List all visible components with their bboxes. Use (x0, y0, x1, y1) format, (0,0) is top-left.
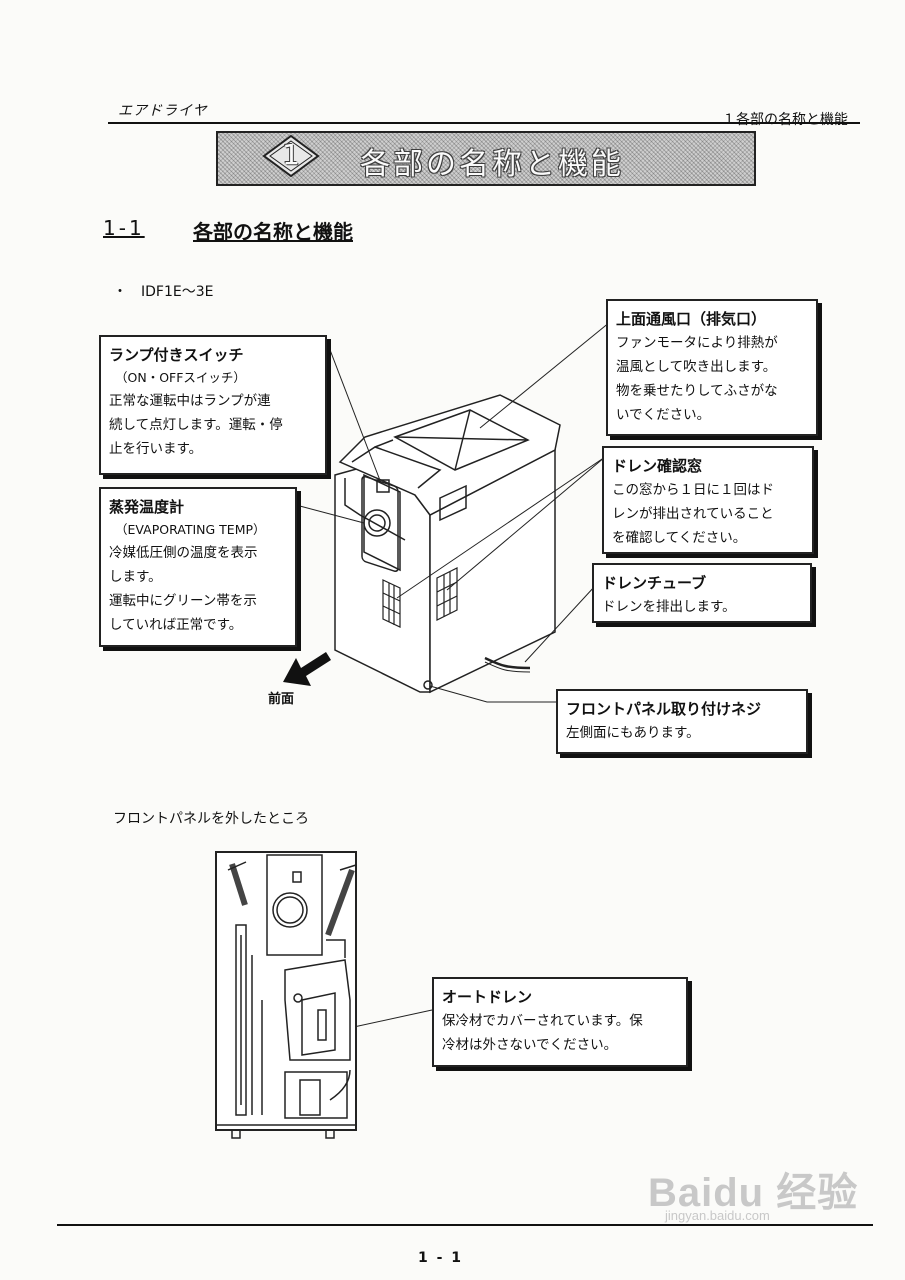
callout-subtitle: （ON・OFFスイッチ） (115, 370, 246, 385)
callout-line: この窓から１日に１回はド (612, 482, 774, 498)
header-doc-title: エアドライヤ (118, 103, 208, 119)
callout-top-vent: 上面通風口（排気口） ファンモータにより排熱が 温風として吹き出します。 物を乗… (606, 299, 818, 436)
callout-title: ドレンチューブ (602, 574, 707, 592)
callout-line: を確認してください。 (612, 530, 747, 546)
callout-line: 冷媒低圧側の温度を表示 (109, 545, 258, 561)
callout-drain-window: ドレン確認窓 この窓から１日に１回はド レンが排出されていること を確認してくだ… (602, 446, 814, 554)
callout-line: 温風として吹き出します。 (616, 359, 777, 375)
watermark-logo: Baidu 经验 (648, 1171, 859, 1215)
callout-line: 続して点灯します。運転・停 (109, 417, 283, 433)
callout-evaporating-temp: 蒸発温度計 （EVAPORATING TEMP） 冷媒低圧側の温度を表示 します… (99, 487, 297, 647)
callout-title: 上面通風口（排気口） (616, 310, 767, 328)
callout-title: フロントパネル取り付けネジ (566, 700, 762, 718)
header-rule (108, 122, 860, 124)
callout-title: 蒸発温度計 (109, 498, 185, 516)
front-label: 前面 (268, 692, 295, 707)
callout-line: 左側面にもあります。 (566, 725, 700, 741)
section-title: 各部の名称と機能 (193, 220, 353, 244)
diamond-badge-icon (262, 134, 320, 178)
footer-rule (57, 1224, 873, 1226)
callout-front-panel-screw: フロントパネル取り付けネジ 左側面にもあります。 (556, 689, 808, 754)
callout-title: オートドレン (442, 988, 533, 1006)
callout-line: します。 (109, 569, 162, 585)
callout-title: ドレン確認窓 (612, 457, 703, 475)
dryer-unit-illustration (334, 394, 561, 694)
leader-lines (295, 321, 611, 1031)
model-label: ・ IDF1E〜3E (113, 284, 214, 300)
callout-line: していれば正常です。 (109, 617, 243, 633)
internal-view-illustration (215, 851, 357, 1139)
callout-line: 運転中にグリーン帯を示 (109, 593, 257, 609)
callout-line: 止を行います。 (109, 441, 203, 457)
page-number: 1 - 1 (418, 1250, 464, 1266)
callout-subtitle: （EVAPORATING TEMP） (115, 522, 266, 537)
callout-lamp-switch: ランプ付きスイッチ （ON・OFFスイッチ） 正常な運転中はランプが連 続して点… (99, 335, 327, 475)
banner-number: 1 (282, 138, 300, 171)
header-chapter: １各部の名称と機能 (722, 112, 848, 128)
callout-line: 冷材は外さないでください。 (442, 1037, 618, 1053)
front-arrow-icon (283, 652, 331, 686)
callout-drain-tube: ドレンチューブ ドレンを排出します。 (592, 563, 812, 623)
callout-line: 正常な運転中はランプが連 (109, 393, 271, 409)
callout-line: ドレンを排出します。 (602, 599, 736, 615)
panel-removed-caption: フロントパネルを外したところ (113, 811, 309, 827)
callout-line: ファンモータにより排熱が (616, 335, 778, 351)
watermark-url: jingyan.baidu.com (665, 1208, 770, 1223)
section-number: 1-1 (103, 216, 145, 240)
callout-line: 保冷材でカバーされています。保 (442, 1013, 643, 1029)
banner-title: 各部の名称と機能 (360, 147, 624, 182)
callout-auto-drain: オートドレン 保冷材でカバーされています。保 冷材は外さないでください。 (432, 977, 688, 1067)
callout-title: ランプ付きスイッチ (109, 346, 244, 364)
callout-line: レンが排出されていること (612, 506, 774, 522)
callout-line: いでください。 (616, 407, 711, 423)
callout-line: 物を乗せたりしてふさがな (616, 383, 778, 399)
